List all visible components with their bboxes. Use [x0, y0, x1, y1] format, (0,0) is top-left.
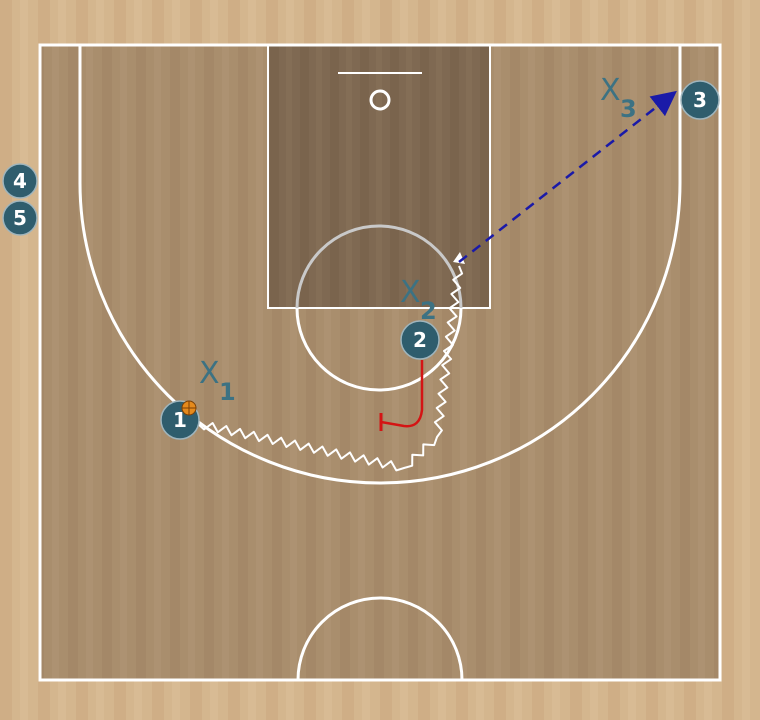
defender-x2: X 2: [400, 275, 437, 325]
dribble-path: [197, 265, 464, 472]
three-point-line: [78, 45, 682, 485]
defender-x2-letter: X: [400, 275, 421, 310]
player-5-label: 5: [13, 206, 27, 230]
player-3-circle: [680, 80, 720, 120]
defender-x1-number: 1: [219, 378, 236, 406]
defender-x3: X 3: [600, 73, 637, 123]
defender-x1: X 1: [199, 356, 236, 406]
player-4-label: 4: [13, 169, 27, 193]
defender-x2-number: 2: [420, 297, 437, 325]
rim: [369, 89, 391, 111]
player-4-circle: [2, 163, 38, 199]
free-throw-lane: [267, 44, 491, 309]
defender-x1-letter: X: [199, 356, 220, 391]
player-4[interactable]: 4: [2, 163, 38, 199]
court-lines: [38, 43, 722, 682]
player-5[interactable]: 5: [2, 200, 38, 236]
defender-x3-number: 3: [620, 95, 637, 123]
center-circle: [296, 596, 464, 681]
player-5-circle: [2, 200, 38, 236]
player-2-circle: [400, 320, 440, 360]
paint-area: [268, 45, 490, 308]
screen-path: [380, 360, 424, 428]
player-1-label: 1: [173, 408, 187, 432]
pass-line: [458, 90, 677, 263]
defender-x3-letter: X: [600, 73, 621, 108]
player-2-label: 2: [413, 328, 427, 352]
player-3-label: 3: [693, 88, 707, 112]
player-3[interactable]: 3: [680, 80, 720, 120]
basketball-icon: [181, 400, 197, 416]
player-2[interactable]: 2: [400, 320, 440, 360]
free-throw-circle-upper: [295, 224, 463, 309]
